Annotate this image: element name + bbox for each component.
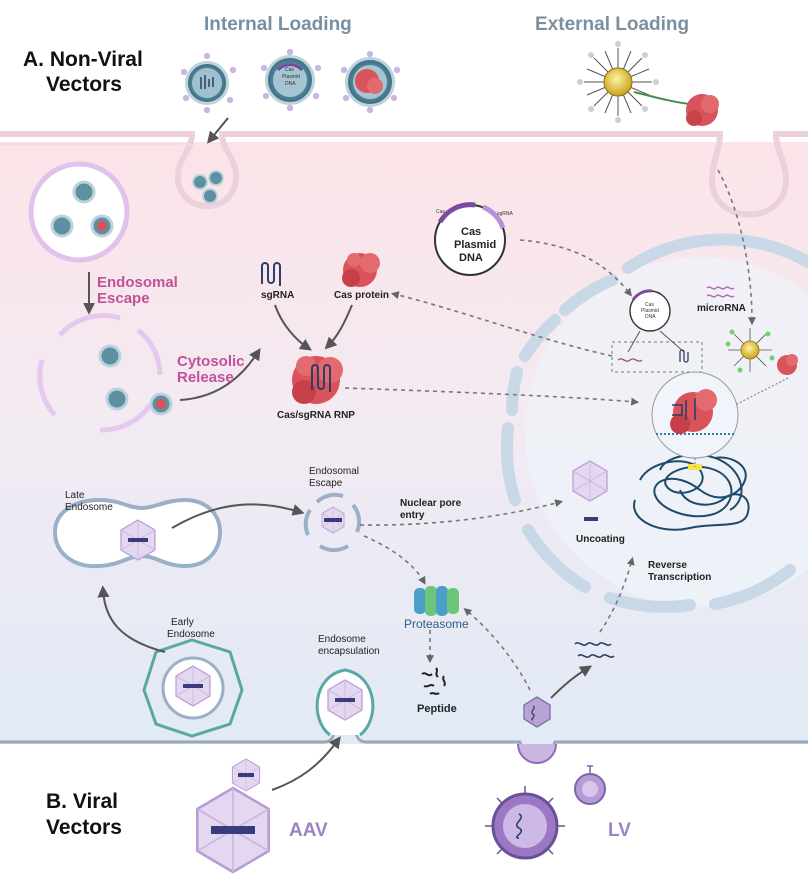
proteasome-label: Proteasome [404,617,469,631]
rnp-to-nucleus-arrow [344,387,640,406]
internal-loading-lnp-2 [265,55,315,105]
cas-protein-label: Cas protein [334,290,390,301]
expression-to-cas-arrow [390,291,613,357]
endosome-with-lnps [28,161,130,263]
plasmid-label-line1: Cas [461,226,482,238]
endosomal-escape-label-line2: Escape [97,290,150,307]
escape-to-proteasome-arrow [363,535,426,585]
cytosolic-release-label-line1: Cytosolic [177,353,245,370]
lv-to-rna-arrow [550,665,593,699]
nuclear-plasmid-line2: Plasmid [641,308,659,314]
plasmid-to-nucleus-arrow [519,239,632,297]
viral-escape-label-line2: Escape [309,478,343,489]
uptake-arrow [206,117,229,144]
reverse-transcription-label-line1: Reverse [648,560,687,571]
viral-escape-label-line1: Endosomal [309,466,360,477]
uncoating-label: Uncoating [576,534,625,545]
lv-to-proteasome-arrow [463,607,531,691]
cas-to-rnp-arrow [324,304,353,350]
rnp-label: Cas/sgRNA RNP [277,410,355,421]
peptide-glyph [421,667,446,695]
nuclear-plasmid-line3: DNA [645,314,656,320]
nuclear-pore-label-line2: entry [400,510,425,521]
microrna-glyph [706,286,735,298]
endosomal-escape-label-line1: Endosomal [97,274,178,291]
header-internal-loading: Internal Loading [204,14,352,35]
pocket-lnps [192,170,224,204]
header-external-loading: External Loading [535,14,690,35]
top-plasma-membrane [0,131,808,218]
peptide-label: Peptide [417,703,457,715]
encapsulation-label-line2: encapsulation [318,646,380,657]
lv-label: LV [608,820,631,841]
section-title-viral-line1: B. Viral [46,790,118,813]
lv-large [485,786,565,860]
cytosolic-release-label-line2: Release [177,369,234,386]
plasmid-label-line2: Plasmid [454,239,497,251]
proteasome-glyph [414,586,459,616]
external-loading-gold-nanoparticle [577,41,691,123]
encapsulation-label-line1: Endosome [318,634,366,645]
lnp-label-plasmid: Plasmid [282,74,300,80]
cas-protein-glyph [342,253,380,287]
internal-loading-lnp-1 [185,61,229,105]
reverse-transcription-label-line2: Transcription [648,572,712,583]
lnp-label-cas: Cas [285,67,294,73]
broken-endosome [37,313,173,433]
early-to-late-arrow [97,585,166,653]
lv-budding [517,743,557,764]
gold-np-to-nucleus-arrow [717,169,756,326]
section-title-viral-line2: Vectors [46,816,122,839]
section-title-non-viral-line1: A. Non-Viral [23,48,143,71]
internal-loading-lnp-3 [345,57,395,107]
nuclear-cas-protein [777,354,798,375]
sgrna-label: sgRNA [261,290,295,301]
aav-label: AAV [289,820,328,841]
genome-editing-zoom [651,371,789,467]
late-endosome-label-line2: Endosome [65,502,113,513]
plasmid-sgrna-tag: sgRNA [497,211,513,217]
lnp-label-dna: DNA [285,81,296,87]
early-endosome [142,638,244,738]
plasmid-cas-tag: Cas [436,209,445,215]
aav-entry-arrow [271,736,341,791]
cas-plasmid [434,202,506,276]
nuclear-plasmid-line1: Cas [645,302,654,308]
endosome-encapsulation-pit [315,668,375,737]
early-endosome-label-line1: Early [171,617,194,628]
late-to-escape-arrow [171,503,305,529]
lv-small [574,765,606,805]
early-endosome-label-line2: Endosome [167,629,215,640]
nuclear-pore-entry-arrow [359,499,564,526]
lv-internalized [523,696,551,728]
lnp-ligands [180,48,401,114]
chromatin [633,453,750,531]
external-cas-protein [686,94,719,126]
rnp-complex [292,356,343,404]
section-title-non-viral-line2: Vectors [46,73,122,96]
sgrna-to-rnp-arrow [274,304,312,351]
uncoated-genome [584,517,598,521]
nuclear-pore-label-line1: Nuclear pore [400,498,462,509]
escaping-endosome [303,492,362,553]
viral-rna-glyph [574,642,615,658]
nuclear-plasmid [611,289,703,373]
late-endosome-label-line1: Late [65,490,85,501]
microrna-label: microRNA [697,303,746,314]
plasmid-label-line3: DNA [459,252,483,264]
sgrna-glyph [261,262,281,286]
release-arrow [179,347,261,401]
late-endosome [52,497,223,569]
nuclear-gold-nanoparticle [725,328,775,373]
